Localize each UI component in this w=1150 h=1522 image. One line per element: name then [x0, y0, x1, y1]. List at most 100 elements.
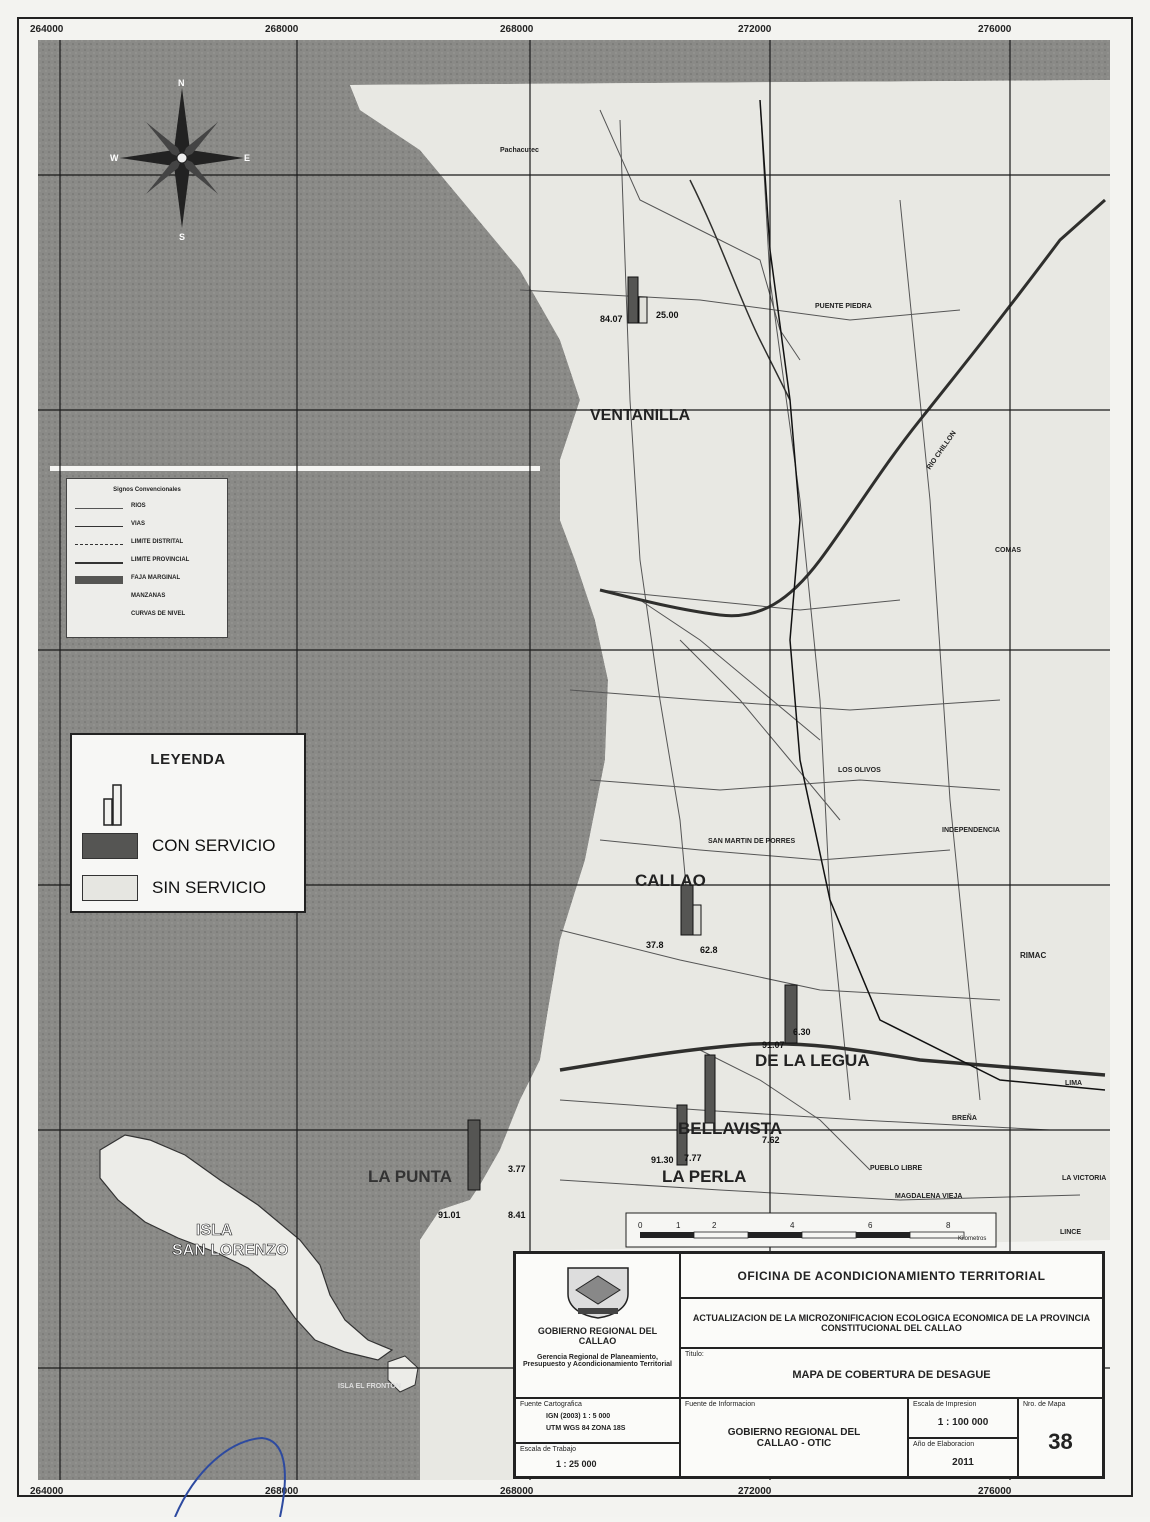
value-label: 91.01	[438, 1210, 461, 1220]
faja-swatch	[75, 576, 123, 584]
place-magdalena: MAGDALENA VIEJA	[895, 1193, 962, 1200]
value-label: 3.77	[508, 1164, 526, 1174]
legend-row-rios: RIOS	[75, 501, 225, 515]
bar-callao-con	[680, 884, 694, 936]
compass-e: E	[244, 153, 250, 163]
grid-label-top-4: 272000	[738, 24, 772, 35]
nro-mapa-value: 38	[1048, 1429, 1073, 1454]
compass-s: S	[179, 232, 185, 242]
escala-impresion-value: 1 : 100 000	[937, 1417, 989, 1428]
place-de-la-legua: DE LA LEGUA	[755, 1051, 870, 1070]
legend-row-limite-provincial: LIMITE PROVINCIAL	[75, 555, 225, 569]
office-title: OFICINA DE ACONDICIONAMIENTO TERRITORIAL	[680, 1253, 1103, 1298]
bar-perla-con	[676, 1104, 688, 1166]
island-san-lorenzo	[99, 1134, 394, 1361]
value-label: 62.8	[700, 945, 718, 955]
map-title-cell: Titulo: MAPA DE COBERTURA DE DESAGUE	[680, 1348, 1103, 1398]
place-puente-piedra: PUENTE PIEDRA	[815, 303, 872, 310]
legend-row-vias: VIAS	[75, 519, 225, 533]
compass-rose: N S E W	[110, 78, 250, 242]
value-label: 7.77	[684, 1153, 702, 1163]
legend-row-faja-marginal: FAJA MARGINAL	[75, 573, 225, 587]
map-title: MAPA DE COBERTURA DE DESAGUE	[792, 1369, 991, 1381]
scale-tick: 4	[790, 1221, 795, 1230]
place-ventanilla: VENTANILLA	[590, 407, 691, 424]
fuente-info-value: GOBIERNO REGIONAL DEL CALLAO - OTIC	[727, 1427, 861, 1449]
bar-bellavista-con	[704, 1054, 716, 1124]
title-block: GOBIERNO REGIONAL DEL CALLAO Gerencia Re…	[513, 1251, 1105, 1479]
value-label: 25.00	[656, 310, 679, 320]
grid-label-bottom-4: 272000	[738, 1486, 772, 1497]
anio-value: 2011	[952, 1457, 974, 1468]
fuente-informacion-cell: Fuente de Informacion GOBIERNO REGIONAL …	[680, 1398, 908, 1477]
place-la-victoria: LA VICTORIA	[1062, 1175, 1106, 1182]
fuente-cartografica-cell: Fuente Cartografica IGN (2003) 1 : 5 000…	[515, 1398, 680, 1443]
value-label: 91.07	[762, 1040, 785, 1050]
legend-row-curvas: CURVAS DE NIVEL	[131, 611, 186, 617]
value-labels: 84.07 25.00 37.8 62.8 6.30 91.07 7.62 7.…	[438, 310, 811, 1220]
place-san-martin: SAN MARTIN DE PORRES	[708, 838, 795, 845]
grid-labels: 264000 268000 268000 272000 276000 26400…	[30, 24, 1012, 1497]
bar-callao-sin	[692, 904, 702, 936]
place-pachacutec: Pachacutec	[500, 147, 539, 154]
place-rimac: RIMAC	[1020, 951, 1046, 960]
place-la-punta: LA PUNTA	[368, 1167, 452, 1186]
place-comas: COMAS	[995, 547, 1021, 554]
anio-cell: Año de Elaboracion 2011	[908, 1438, 1018, 1477]
scale-bar: 0 1 2 4 6 8 Kilometros	[625, 1212, 997, 1248]
service-bars	[467, 276, 798, 1191]
escala-impresion-cell: Escala de Impresion 1 : 100 000	[908, 1398, 1018, 1438]
scale-tick: 6	[868, 1221, 873, 1230]
place-callao: CALLAO	[635, 871, 706, 890]
sin-servicio-swatch	[82, 875, 138, 901]
grid-label-bottom-3: 268000	[500, 1486, 534, 1497]
value-label: 91.30	[651, 1155, 674, 1165]
value-label: 6.30	[793, 1027, 811, 1037]
place-lince: LINCE	[1060, 1229, 1081, 1236]
value-label: 84.07	[600, 314, 623, 324]
bar-lapunta-con	[467, 1119, 481, 1191]
project-title: ACTUALIZACION DE LA MICROZONIFICACION EC…	[680, 1298, 1103, 1348]
sea-area	[38, 40, 1110, 1480]
place-pueblo-libre: PUEBLO LIBRE	[870, 1165, 922, 1172]
compass-n: N	[178, 78, 185, 88]
title-label: Titulo:	[685, 1351, 704, 1358]
scale-tick: 8	[946, 1221, 951, 1230]
legend-title: LEYENDA	[150, 751, 226, 768]
place-isla-label-2: SAN LORENZO	[172, 1242, 288, 1259]
grid-label-top-2: 268000	[265, 24, 299, 35]
bar-legua-con	[784, 984, 798, 1044]
grid-label-bottom-2: 268000	[265, 1486, 299, 1497]
outer-frame	[17, 17, 1133, 1497]
provincial-boundary	[759, 99, 1106, 1091]
grid-label-top-1: 264000	[30, 24, 64, 35]
grid-label-bottom-1: 264000	[30, 1486, 64, 1497]
place-independencia: INDEPENDENCIA	[942, 827, 1000, 834]
scale-tick: 0	[638, 1221, 643, 1230]
scale-unit: Kilometros	[958, 1236, 986, 1242]
escala-trabajo-cell: Escala de Trabajo 1 : 25 000	[515, 1443, 680, 1477]
handwritten-mark	[174, 1436, 286, 1518]
sin-servicio-label: SIN SERVICIO	[152, 878, 266, 897]
place-lima: LIMA	[1065, 1080, 1082, 1087]
bar-ventanilla-con	[627, 276, 639, 324]
scan-streak	[50, 466, 540, 471]
con-servicio-label: CON SERVICIO	[152, 836, 276, 855]
scale-tick: 2	[712, 1221, 717, 1230]
conventional-signs-title: Signos Convencionales	[113, 487, 181, 493]
value-label: 8.41	[508, 1210, 526, 1220]
crest-icon	[567, 1267, 629, 1319]
value-label: 37.8	[646, 940, 664, 950]
fuente-cart-value-2: UTM WGS 84 ZONA 18S	[546, 1425, 626, 1432]
place-brena: BREÑA	[952, 1113, 977, 1122]
value-label: 7.62	[762, 1135, 780, 1145]
grid-label-bottom-5: 276000	[978, 1486, 1012, 1497]
fuente-cart-value-1: IGN (2003) 1 : 5 000	[546, 1413, 611, 1420]
legend-row-manzanas: MANZANAS	[131, 593, 166, 599]
legend-box: LEYENDA CON SERVICIO SIN SERVICIO	[70, 733, 306, 913]
grid-label-top-3: 268000	[500, 24, 534, 35]
place-bellavista: BELLAVISTA	[678, 1119, 782, 1138]
island-el-fronton	[387, 1355, 419, 1393]
